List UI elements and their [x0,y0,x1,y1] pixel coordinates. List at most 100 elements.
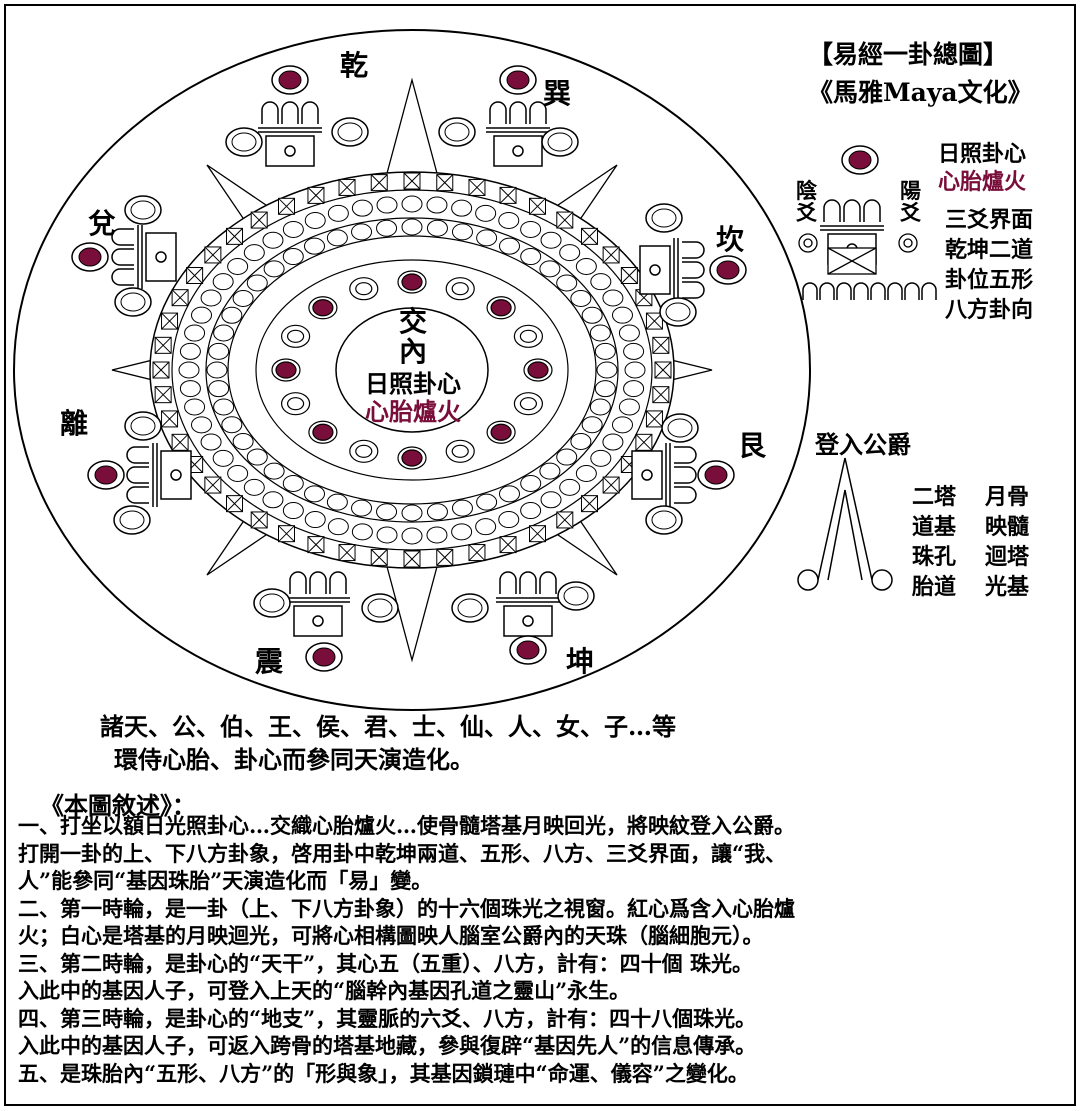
gen-bead [697,460,735,490]
ring-circle [623,342,645,360]
caption-line1: 諸天、公、伯、王、侯、君、士、仙、人、女、子…等 [100,712,676,741]
ring-circle [376,526,398,544]
ring-circle [475,518,497,536]
ring-bead [541,127,579,157]
ring-circle [243,244,265,262]
legend-x-box [827,247,877,275]
ring-bead [451,593,489,623]
gong-title: 登入公爵 [815,430,911,459]
center-char-1: 交 [398,305,427,338]
boxed-x [645,312,663,330]
ring-mid-1 [205,217,619,523]
ring-circle [426,219,448,237]
ring-circle [401,218,423,236]
caption: 諸天、公、伯、王、侯、君、士、仙、人、女、子…等 環侍心胎、卦心而參同天演造化。 [100,710,676,776]
center-char-2: 內 [398,335,427,368]
ring-circle [191,416,213,434]
ring-circle [570,290,592,307]
boxed-x [307,536,325,554]
legend-line6: 八方卦向 [945,297,1034,323]
ring-circle [401,527,423,545]
ring-circle [624,361,646,379]
qian-bead [271,65,309,95]
center-ellipse [335,307,489,433]
tower-right-column: 月骨映髓迴塔光基 [985,484,1030,600]
boxed-x [436,548,454,566]
ring-circle [559,244,581,262]
white-bead [355,444,373,458]
ring-circle [376,503,398,521]
kun-emblem [496,571,560,637]
white-bead [519,329,538,343]
boxed-x [529,197,546,215]
boxed-x [171,433,189,451]
boxed-x [338,544,356,562]
red-bead [490,299,512,317]
ring-circle [327,204,349,222]
ring-circle [304,211,326,229]
ring-circle [499,485,520,503]
red-bead [312,299,334,317]
ring-circle [520,502,542,520]
description-heading: 《本圖敘述》： [40,791,196,820]
ring-bead [438,117,476,147]
ring-circle [426,503,448,521]
ring-circle [184,324,206,342]
zhen-bead [305,642,343,672]
ring-circle [401,195,423,213]
legend-sun-line2: 心胎爐火 [938,169,1027,195]
ring-circle [351,499,373,517]
ring-circle [581,306,603,324]
center-fire-text: 心胎爐火 [365,397,461,426]
center-sun-text: 日照卦心 [365,369,461,398]
boxed-x [580,495,598,513]
boxed-x [645,410,663,428]
boxed-x [154,386,172,404]
boxed-x [468,178,486,196]
boxed-x [499,536,517,554]
ring-circle [304,511,326,529]
boxed-x [654,361,672,379]
ring-circle [623,380,645,398]
ring-circle [282,248,304,266]
title-line1: 【易經一卦總圖】 [808,40,1009,69]
yin-yao-label: 陰爻 [796,178,817,225]
ring-circle [426,196,448,214]
description-line: 四、第三時輪，是卦心的“地支”，其靈脈的六爻、八方，計有：四十八個珠光。 [18,1005,757,1031]
ring-circle [227,258,249,276]
ring-circle [206,361,228,379]
ring-circle [476,229,498,247]
ring-circle [451,523,473,541]
qian-emblem [258,101,322,167]
boxed-x [556,211,574,229]
circle-ring-2 [206,218,618,522]
ring-circle [221,416,243,434]
boxed-x [204,476,222,494]
ring-circle [451,499,473,517]
ring-circle [213,398,235,416]
ring-circle [262,231,284,249]
li-bead [87,460,125,490]
white-bead [451,444,469,458]
ring-circle [499,237,520,255]
ring-circle [326,493,348,511]
ring-circle [611,416,633,434]
ring-circle [351,223,373,241]
description-line: 入此中的基因人子，可返入跨骨的塔基地藏，參與復辟“基因先人”的信息傳承。 [18,1033,757,1058]
trigram-gen: 艮 [738,429,767,462]
dui-bead [71,242,109,272]
ring-circle [539,260,561,278]
red-bead [490,423,512,441]
trigram-zhen: 震 [255,645,284,678]
ring-circle [243,478,265,496]
boxed-x [580,227,598,245]
legend-line3: 三爻界面 [945,207,1034,233]
ring-bead [645,203,683,233]
red-bead [275,361,297,379]
white-bead [519,397,538,411]
ring-circle [351,523,373,541]
ring-circle [602,433,624,451]
red-bead [312,423,334,441]
boxed-x [602,246,620,264]
ring-circle [184,398,206,416]
